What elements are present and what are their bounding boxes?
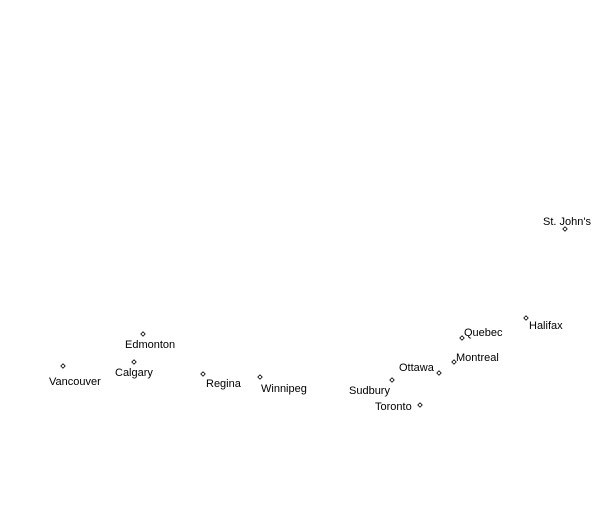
city-halifax: Halifax	[523, 315, 563, 332]
city-toronto: Toronto	[375, 401, 423, 413]
city-marker-icon	[389, 377, 395, 383]
city-sudbury: Sudbury	[349, 377, 395, 397]
city-winnipeg: Winnipeg	[257, 374, 307, 395]
city-marker-icon	[436, 370, 442, 376]
city-marker-icon	[200, 371, 206, 377]
city-label: Vancouver	[49, 376, 101, 388]
city-label: St. John's	[543, 216, 591, 228]
city-marker-icon	[417, 402, 423, 408]
city-label: Montreal	[456, 352, 499, 364]
city-edmonton: Edmonton	[125, 331, 175, 351]
city-layer: St. John'sHalifaxQuebecMontrealOttawaSud…	[49, 216, 591, 413]
city-st-johns: St. John's	[543, 216, 591, 232]
city-label: Edmonton	[125, 339, 175, 351]
city-regina: Regina	[200, 371, 242, 390]
city-marker-icon	[459, 335, 465, 341]
city-ottawa: Ottawa	[399, 362, 442, 376]
city-label: Regina	[206, 378, 242, 390]
city-label: Sudbury	[349, 385, 390, 397]
city-label: Calgary	[115, 367, 153, 379]
city-label: Ottawa	[399, 362, 435, 374]
city-marker-icon	[523, 315, 529, 321]
city-marker-icon	[60, 363, 66, 369]
city-quebec: Quebec	[459, 327, 503, 341]
city-marker-icon	[131, 359, 137, 365]
city-marker-icon	[140, 331, 146, 337]
city-label: Quebec	[464, 327, 503, 339]
city-vancouver: Vancouver	[49, 363, 101, 388]
city-label: Toronto	[375, 401, 412, 413]
city-marker-icon	[257, 374, 263, 380]
city-marker-icon	[451, 359, 457, 365]
city-label: Halifax	[529, 320, 563, 332]
city-marker-icon	[562, 226, 568, 232]
city-calgary: Calgary	[115, 359, 153, 379]
city-montreal: Montreal	[451, 352, 499, 365]
city-label: Winnipeg	[261, 383, 307, 395]
